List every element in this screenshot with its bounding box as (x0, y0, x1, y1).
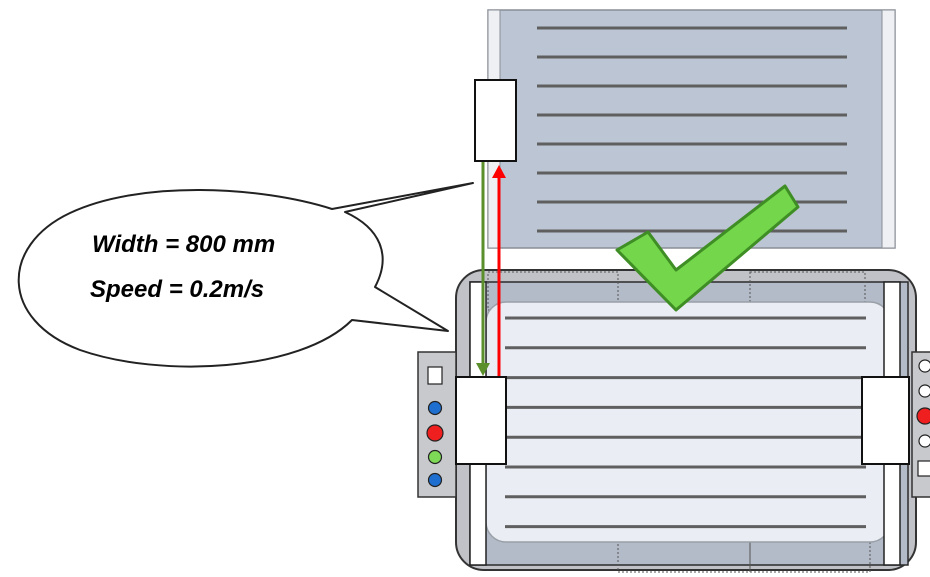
left-indicator-blue-1 (427, 400, 443, 416)
beam-up-arrowhead (492, 165, 506, 178)
left-carriage (455, 376, 507, 465)
sensor-assembly (474, 79, 517, 376)
processing-panel-lines (505, 316, 866, 529)
incoming-sheet (487, 9, 896, 249)
right-indicator-white-2 (918, 384, 930, 398)
left-indicator-red (426, 424, 444, 442)
left-indicator-green (427, 449, 443, 465)
left-panel-indicators (426, 366, 444, 488)
right-indicator-red (916, 407, 930, 425)
right-panel-indicators (916, 359, 930, 477)
checkmark-icon (615, 184, 800, 312)
right-carriage (861, 376, 910, 465)
processing-panel (485, 301, 891, 543)
right-indicator-square (917, 460, 930, 477)
callout-bubble: Width = 800 mm Speed = 0.2m/s (17, 182, 474, 368)
left-indicator-square (427, 366, 443, 385)
beam-down-arrowhead (476, 363, 490, 376)
right-indicator-white-3 (918, 434, 930, 448)
left-indicator-blue-2 (427, 472, 443, 488)
machine-frame (417, 269, 930, 573)
callout-speed-text: Speed = 0.2m/s (90, 276, 264, 303)
callout-width-text: Width = 800 mm (92, 231, 275, 258)
right-indicator-white-1 (918, 359, 930, 373)
sensor-box (474, 79, 517, 162)
